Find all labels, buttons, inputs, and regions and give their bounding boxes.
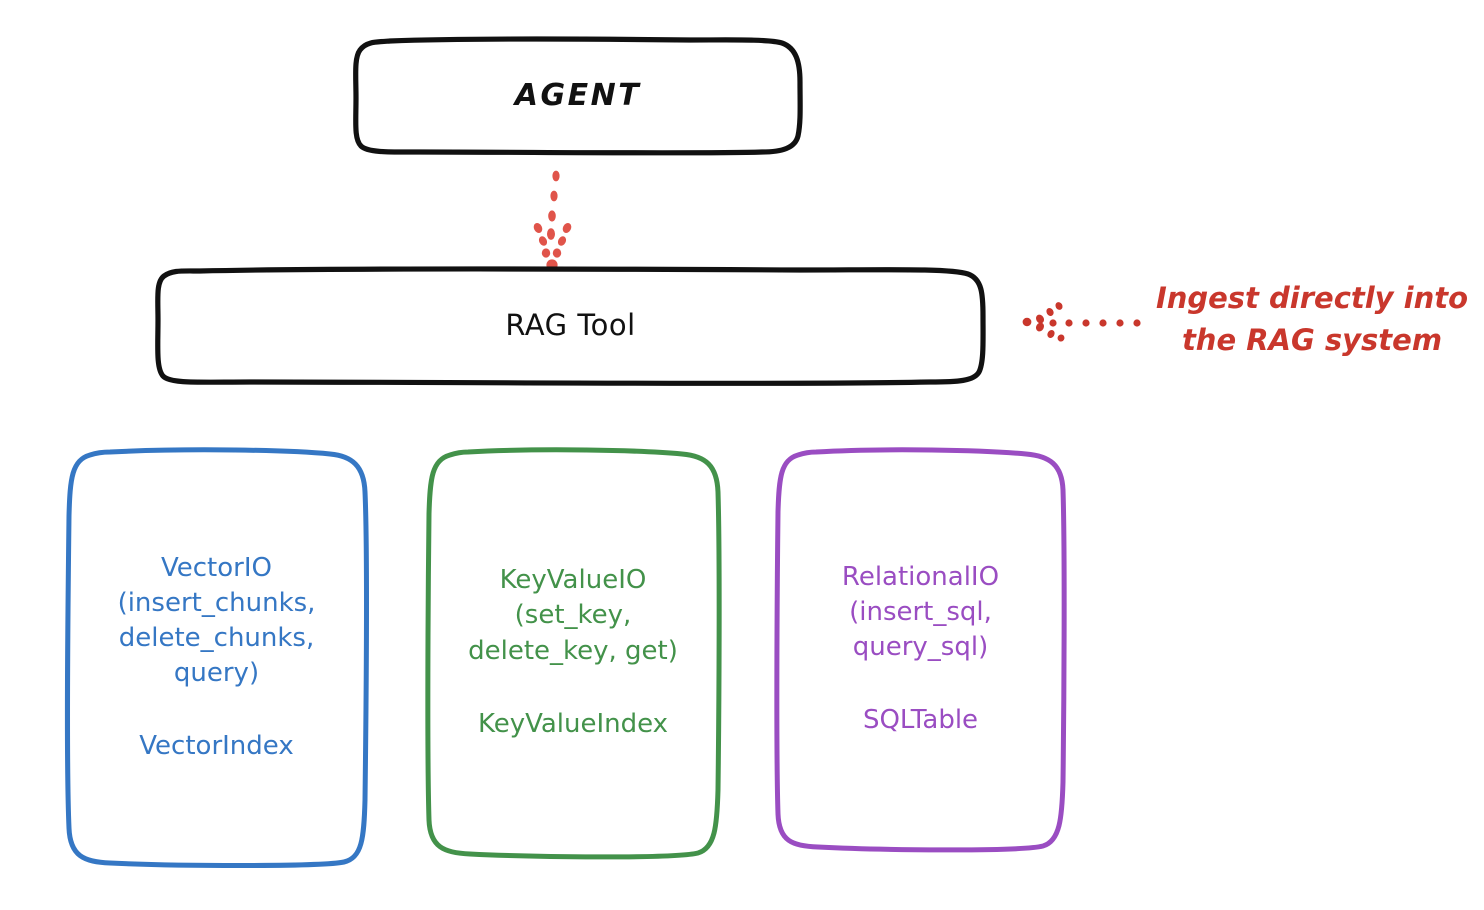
rag-tool-box-outline xyxy=(155,266,986,386)
relational-io-box-outline xyxy=(774,447,1067,853)
rag-tool-node[interactable] xyxy=(155,266,986,386)
agent-to-rag-connector xyxy=(533,170,572,271)
vector-io-box-outline xyxy=(64,447,370,868)
note-to-rag-connector xyxy=(1022,302,1141,342)
vector-io-node[interactable] xyxy=(64,447,370,868)
agent-node[interactable] xyxy=(353,36,803,156)
key-value-io-node[interactable] xyxy=(425,447,722,860)
key-value-io-box-outline xyxy=(425,447,722,860)
relational-io-node[interactable] xyxy=(774,447,1067,853)
agent-box-outline xyxy=(353,36,803,156)
